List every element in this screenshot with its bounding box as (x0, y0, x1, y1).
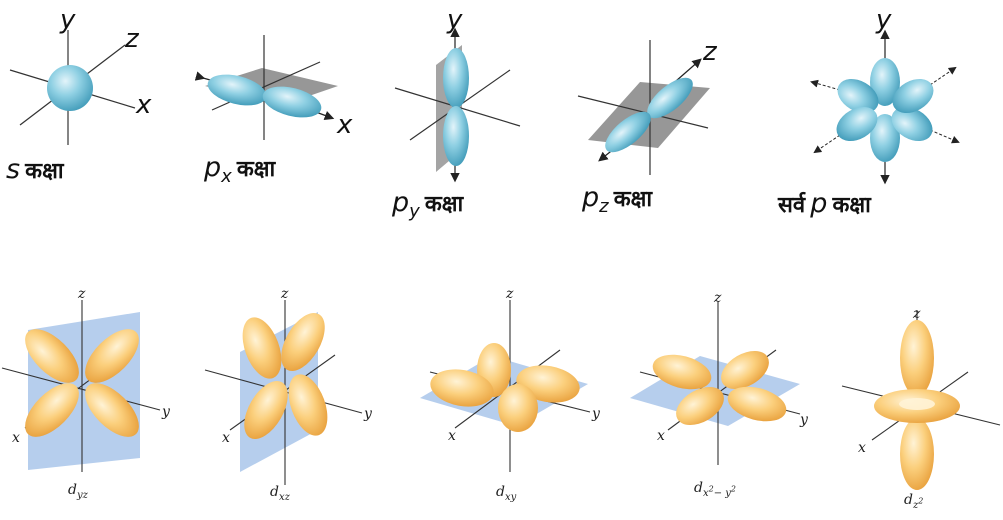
px-axis-x-label: x (336, 110, 353, 140)
dyz-caption-sub: yz (77, 490, 88, 501)
dx2y2-caption-sup-b: 2 (731, 484, 736, 493)
dyz-axis-z-label: z (77, 286, 86, 302)
s-orbital-caption: s कक्षा (6, 154, 64, 185)
dz2-orbital-figure: z x (842, 306, 1000, 490)
dz2-torus-hole (899, 398, 935, 410)
dz2-axis-x-label: x (858, 440, 866, 456)
dx2y2-caption-letter: d (694, 480, 703, 496)
s-caption-letter: s (6, 154, 20, 185)
dxy-axis-y-label: y (591, 406, 601, 422)
dz2-lobe-top (900, 320, 934, 396)
dx2y2-axis-x-label: x (657, 428, 665, 444)
py-lobe-bottom (443, 106, 469, 166)
px-caption-sub: x (221, 166, 232, 187)
px-orbital-figure: x (203, 35, 353, 140)
dx2y2-caption-sub-b: − y (714, 488, 731, 499)
dxy-lobe-4 (498, 384, 538, 432)
pz-orbital-figure: z (578, 37, 718, 175)
dxy-orbital-figure: z y x (420, 286, 601, 472)
dx2y2-orbital-figure: z y x (630, 290, 809, 465)
dz2-lobe-bottom (900, 418, 934, 490)
s-axis-y-label: y (59, 5, 76, 35)
py-caption-sub: y (409, 201, 420, 222)
dxy-caption-sub: xy (505, 492, 516, 503)
dz2-caption-letter: d (904, 492, 913, 508)
px-caption-letter: p (204, 152, 221, 183)
dz2-axis-z-label: z (912, 306, 921, 322)
dx2y2-caption: dx2− y2 (694, 480, 736, 499)
dx2y2-axis-y-label: y (799, 412, 809, 428)
all-p-orbitals-caption: सर्व p कक्षा (778, 188, 871, 219)
dxz-axis-x-label: x (222, 430, 230, 446)
dxy-caption-letter: d (496, 484, 505, 500)
s-orbital-figure: y z x (10, 5, 152, 145)
dyz-axis-x-label: x (12, 430, 20, 446)
s-axis-x-label: x (135, 90, 152, 120)
allp-caption-prefix: सर्व (778, 193, 805, 218)
dxz-axis-y-label: y (363, 406, 373, 422)
s-orbital-sphere (47, 65, 93, 111)
px-orbital-caption: px कक्षा (204, 152, 275, 183)
dxz-orbital-figure: z y x (205, 286, 373, 485)
py-orbital-figure: y (395, 5, 520, 180)
pz-caption-letter: p (582, 182, 599, 213)
pz-caption-sub: z (599, 196, 608, 217)
s-axis-z-label: z (124, 24, 140, 54)
py-axis-y-label: y (446, 5, 463, 35)
dxy-axis-x-label: x (448, 428, 456, 444)
py-caption-word: कक्षा (425, 192, 463, 217)
dxz-axis-z-label: z (280, 286, 289, 302)
py-caption-letter: p (392, 187, 409, 218)
pz-orbital-caption: pz कक्षा (582, 182, 652, 213)
s-caption-word: कक्षा (25, 159, 63, 184)
dxz-caption: dxz (270, 484, 290, 503)
pz-caption-word: कक्षा (614, 187, 652, 212)
allp-caption-letter: p (810, 188, 827, 219)
dz2-caption: dz2 (904, 492, 923, 511)
dxy-caption: dxy (496, 484, 516, 503)
py-orbital-caption: py कक्षा (392, 187, 463, 218)
dyz-orbital-figure: z y x (2, 286, 171, 472)
allp-caption-word: कक्षा (832, 193, 870, 218)
dx2y2-axis-z-label: z (713, 290, 722, 306)
dyz-caption-letter: d (68, 482, 77, 498)
all-p-orbitals-figure: y (812, 5, 958, 182)
dxy-axis-z-label: z (505, 286, 514, 302)
pz-axis-z-label: z (702, 37, 718, 67)
dxz-caption-sub: xz (279, 492, 290, 503)
px-caption-word: कक्षा (237, 157, 275, 182)
dz2-caption-sup: 2 (918, 496, 923, 505)
py-lobe-top (443, 48, 469, 108)
dxz-caption-letter: d (270, 484, 279, 500)
dyz-axis-y-label: y (161, 404, 171, 420)
allp-axis-y-label: y (875, 5, 892, 35)
dyz-caption: dyz (68, 482, 88, 501)
